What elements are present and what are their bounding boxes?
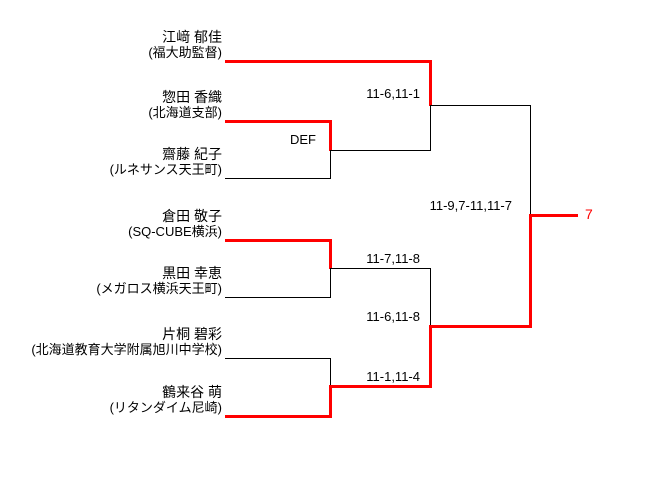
player-name: 鶴来谷 萌 xyxy=(162,384,222,400)
player-entry: 鶴来谷 萌 (リタンダイム尼崎) xyxy=(110,384,222,415)
winner-path-segment xyxy=(329,120,332,151)
winner-path-segment xyxy=(225,239,332,242)
match-score: 11-6,11-1 xyxy=(366,86,420,101)
champion-number: 7 xyxy=(585,206,593,222)
winner-path-segment xyxy=(429,325,532,328)
player-club: (リタンダイム尼崎) xyxy=(109,400,222,415)
player-club: (メガロス横浜天王町) xyxy=(96,281,222,296)
player-entry: 黒田 幸恵 (メガロス横浜天王町) xyxy=(96,265,222,296)
winner-path-segment xyxy=(429,60,432,106)
player-name: 片桐 碧彩 xyxy=(162,326,222,342)
match-score: 11-1,11-4 xyxy=(366,369,420,384)
bracket-line-segment xyxy=(330,358,331,386)
player-name: 齋藤 紀子 xyxy=(162,146,222,162)
player-club: (北海道支部) xyxy=(148,105,222,120)
winner-path-segment xyxy=(225,60,432,63)
match-score: 11-6,11-8 xyxy=(366,309,420,324)
winner-path-segment xyxy=(225,415,332,418)
winner-path-segment xyxy=(329,239,332,269)
winner-path-segment xyxy=(225,120,332,123)
match-score: 11-7,11-8 xyxy=(366,251,420,266)
player-name: 惣田 香織 xyxy=(162,89,222,105)
winner-path-segment xyxy=(329,385,432,388)
bracket-line-segment xyxy=(330,150,331,178)
bracket-line-segment xyxy=(225,178,331,179)
player-entry: 倉田 敬子 (SQ-CUBE横浜) xyxy=(128,208,222,239)
player-entry: 惣田 香織 (北海道支部) xyxy=(148,89,222,120)
match-score: DEF xyxy=(290,132,316,147)
player-name: 倉田 敬子 xyxy=(162,208,222,224)
player-entry: 齋藤 紀子 (ルネサンス天王町) xyxy=(110,146,222,177)
bracket-line-segment xyxy=(330,268,331,297)
bracket-line-segment xyxy=(430,268,431,326)
bracket-line-segment xyxy=(530,105,531,215)
match-score: 11-9,7-11,11-7 xyxy=(429,198,512,213)
bracket-line-segment xyxy=(330,150,431,151)
player-name: 江﨑 郁佳 xyxy=(162,29,222,45)
player-club: (北海道教育大学附属旭川中学校) xyxy=(31,342,222,357)
bracket-line-segment xyxy=(225,358,331,359)
winner-path-segment xyxy=(329,385,332,417)
winner-path-segment xyxy=(429,325,432,387)
bracket-line-segment xyxy=(225,297,331,298)
player-club: (ルネサンス天王町) xyxy=(109,162,222,177)
bracket-line-segment xyxy=(330,268,431,269)
winner-path-segment xyxy=(529,214,578,217)
player-entry: 片桐 碧彩 (北海道教育大学附属旭川中学校) xyxy=(31,326,222,357)
player-name: 黒田 幸恵 xyxy=(162,265,222,281)
player-club: (福大助監督) xyxy=(148,45,222,60)
bracket-line-segment xyxy=(430,105,531,106)
player-entry: 江﨑 郁佳 (福大助監督) xyxy=(148,29,222,60)
bracket-line-segment xyxy=(430,105,431,150)
player-club: (SQ-CUBE横浜) xyxy=(128,224,222,239)
winner-path-segment xyxy=(529,214,532,327)
